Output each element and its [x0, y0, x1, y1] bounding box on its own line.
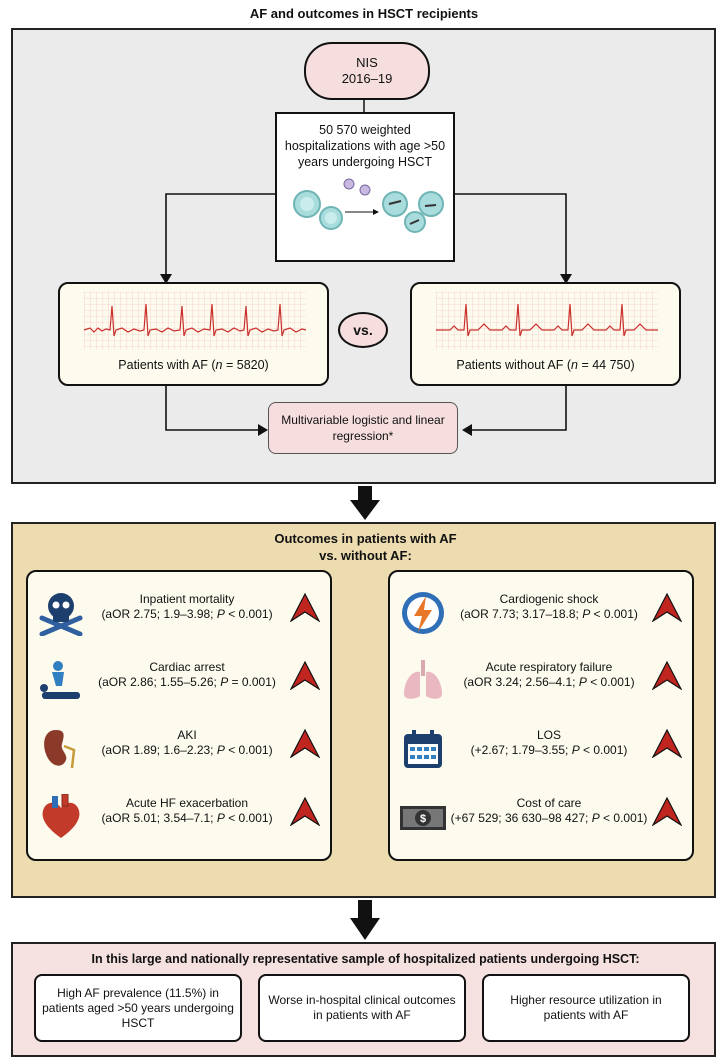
af-group-label: Patients with AF (n = 5820)	[118, 358, 269, 372]
cpr-icon	[40, 661, 80, 699]
no-af-group-label: Patients without AF (n = 44 750)	[456, 358, 635, 372]
calendar-icon	[404, 730, 442, 768]
af-ecg-trace	[84, 292, 306, 350]
increase-arrow-icon	[290, 592, 320, 622]
increase-arrow-icon	[652, 592, 682, 622]
down-arrow-2	[350, 900, 380, 940]
lungs-icon	[404, 660, 442, 699]
outcomes-right-box: Cardiogenic shock (aOR 7.73; 3.17–18.8; …	[388, 570, 694, 861]
increase-arrow-icon	[652, 728, 682, 758]
cell-transplant-illustration	[293, 178, 444, 233]
outcome-text: Acute respiratory failure (aOR 3.24; 2.5…	[463, 660, 635, 689]
connector-line	[363, 100, 365, 114]
outcome-text: Acute HF exacerbation (aOR 5.01; 3.54–7.…	[101, 796, 273, 825]
outcome-text: Cost of care (+67 529; 36 630–98 427; P …	[450, 796, 648, 825]
outcome-cardiac-arrest: Cardiac arrest (aOR 2.86; 1.55–5.26; P =…	[28, 648, 330, 710]
outcome-aki: AKI (aOR 1.89; 1.6–2.23; P < 0.001)	[28, 716, 330, 778]
conclusion-header: In this large and nationally representat…	[91, 952, 640, 966]
outcome-acute-hf: Acute HF exacerbation (aOR 5.01; 3.54–7.…	[28, 784, 330, 846]
outcome-text: Cardiogenic shock (aOR 7.73; 3.17–18.8; …	[460, 592, 638, 621]
skull-crossbones-icon	[39, 593, 83, 636]
outcome-cardiogenic-shock: Cardiogenic shock (aOR 7.73; 3.17–18.8; …	[390, 580, 692, 642]
outcomes-left-box: Inpatient mortality (aOR 2.75; 1.9–3.98;…	[26, 570, 332, 861]
no-af-group-box: Patients without AF (n = 44 750)	[410, 282, 681, 386]
conclusion-prevalence: High AF prevalence (11.5%) in patients a…	[34, 974, 242, 1042]
dollar-bill-icon: $	[400, 806, 446, 830]
merge-arrows	[165, 386, 567, 436]
outcome-acute-respiratory-failure: Acute respiratory failure (aOR 3.24; 2.5…	[390, 648, 692, 710]
lightning-heart-icon	[402, 592, 444, 634]
svg-text:$: $	[420, 813, 426, 825]
outcome-text: AKI (aOR 1.89; 1.6–2.23; P < 0.001)	[101, 728, 273, 757]
increase-arrow-icon	[652, 796, 682, 826]
kidney-icon	[44, 730, 76, 769]
increase-arrow-icon	[652, 660, 682, 690]
conclusion-outcomes: Worse in-hospital clinical outcomes in p…	[258, 974, 466, 1042]
sinus-ecg-trace	[436, 292, 658, 350]
increase-arrow-icon	[290, 728, 320, 758]
down-arrow-1	[350, 486, 380, 520]
outcome-text: Cardiac arrest (aOR 2.86; 1.55–5.26; P =…	[98, 660, 276, 689]
conclusion-resources: Higher resource utilization in patients …	[482, 974, 690, 1042]
nis-label: NIS	[356, 55, 378, 70]
outcome-cost-of-care: $ Cost of care (+67 529; 36 630–98 427; …	[390, 784, 692, 846]
heart-icon	[42, 794, 80, 838]
conclusion-panel: In this large and nationally representat…	[11, 942, 716, 1057]
af-group-box: Patients with AF (n = 5820)	[58, 282, 329, 386]
nis-data-source: NIS 2016–19	[304, 42, 430, 100]
increase-arrow-icon	[290, 796, 320, 826]
outcome-text: Inpatient mortality (aOR 2.75; 1.9–3.98;…	[101, 592, 273, 621]
regression-box: Multivariable logistic and linear regres…	[268, 402, 458, 454]
nis-years: 2016–19	[341, 71, 393, 86]
outcome-inpatient-mortality: Inpatient mortality (aOR 2.75; 1.9–3.98;…	[28, 580, 330, 642]
cohort-description: 50 570 weighted hospitalizations with ag…	[284, 123, 446, 169]
cohort-box: 50 570 weighted hospitalizations with ag…	[275, 112, 455, 262]
outcomes-panel: Outcomes in patients with AF vs. without…	[11, 522, 716, 898]
increase-arrow-icon	[290, 660, 320, 690]
split-arrows	[160, 193, 572, 284]
outcome-text: LOS (+2.67; 1.79–3.55; P < 0.001)	[470, 728, 628, 757]
figure-title: AF and outcomes in HSCT recipients	[249, 6, 479, 21]
vs-badge: vs.	[338, 312, 388, 348]
outcome-los: LOS (+2.67; 1.79–3.55; P < 0.001)	[390, 716, 692, 778]
outcomes-header: Outcomes in patients with AF vs. without…	[274, 531, 457, 563]
